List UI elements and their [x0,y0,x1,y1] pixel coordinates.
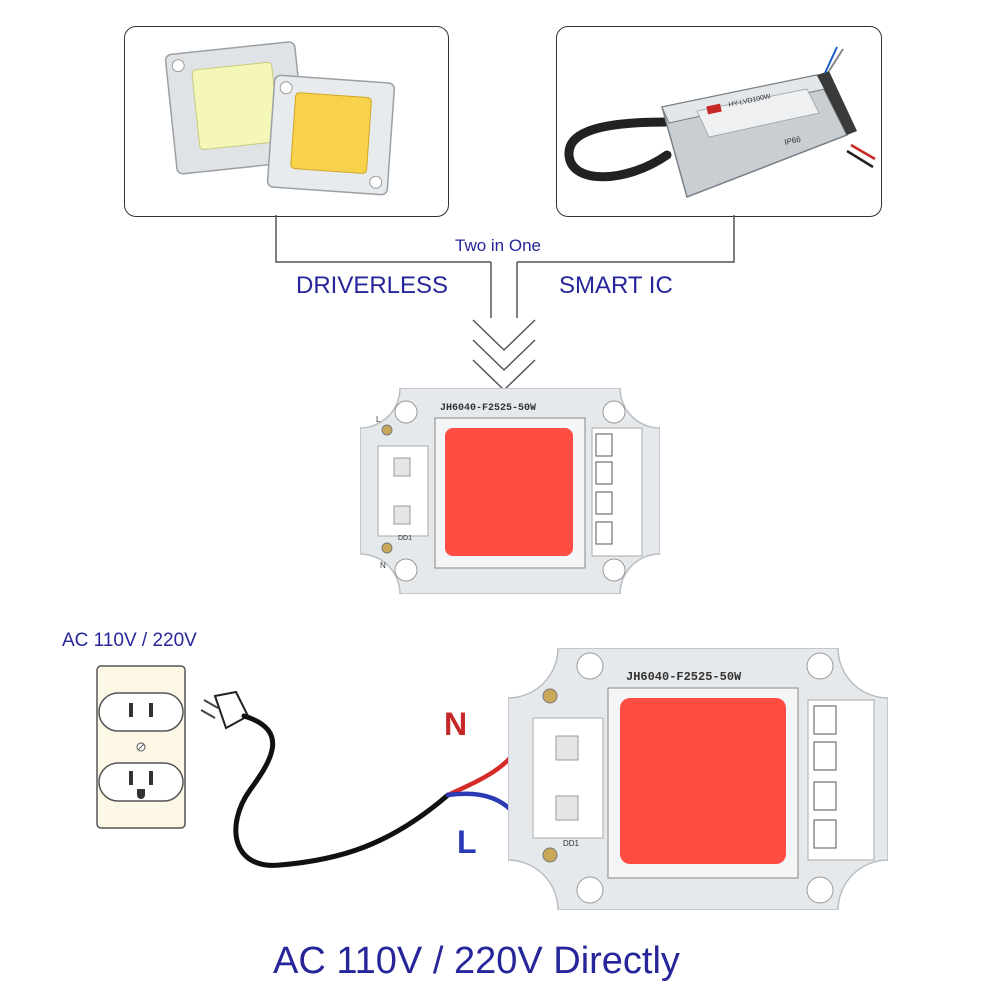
socket-bottom [98,762,184,802]
smart-ic-label: SMART IC [559,272,673,299]
part-number-text-large: JH6040-F2525-50W [626,670,742,684]
wire-l-label: L [457,824,477,860]
connector-right-line [517,215,735,263]
chevron-down-icon [472,319,536,392]
power-cord [233,713,451,868]
chip-code-text-large: DD1 [563,839,580,848]
led-driver-image: HY-LVD100W IP66 [564,46,876,198]
two-in-one-label: Two in One [455,236,541,255]
chip-code-text: DD1 [398,535,412,542]
wire-n-label: N [444,706,468,742]
terminal-n-text: N [380,561,386,570]
outlet-voltage-label: AC 110V / 220V [62,630,197,651]
led-emitter-large [620,698,786,864]
terminal-l-text: L [376,415,381,424]
led-emitter [445,428,573,556]
socket-top [98,692,184,732]
part-number-text: JH6040-F2525-50W [440,403,536,414]
driver-rating-text: IP66 [784,135,803,147]
led-module-connected: JH6040-F2525-50W DD1 [508,648,888,910]
cob-led-chips-panel [124,26,449,217]
led-module-middle: JH6040-F2525-50W L N DD1 [360,388,660,594]
wall-outlet [96,665,186,829]
cob-led-chips-image [164,41,396,196]
driverless-label: DRIVERLESS [296,272,449,299]
footer-caption: AC 110V / 220V Directly [273,940,680,982]
led-driver-panel: HY-LVD100W IP66 [556,26,882,217]
power-plug-icon [200,690,250,730]
